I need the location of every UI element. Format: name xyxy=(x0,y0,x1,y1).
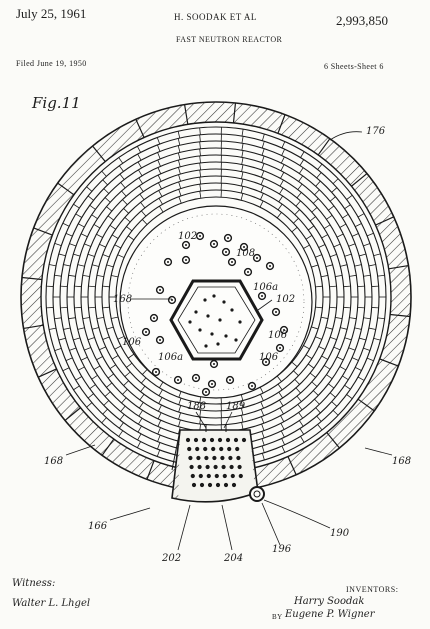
filed-date: Filed June 19, 1950 xyxy=(16,59,87,68)
patent-title: FAST NEUTRON REACTOR xyxy=(176,35,283,44)
inventor-2-signature: Eugene P. Wigner xyxy=(284,609,376,620)
ref-102-top: 102 xyxy=(178,231,197,242)
core-region xyxy=(119,205,313,399)
patent-number: 2,993,850 xyxy=(336,13,388,28)
ref-106-left: 106 xyxy=(122,337,142,348)
witness-label: Witness: xyxy=(12,578,55,589)
control-rods xyxy=(141,231,289,397)
ref-108: 108 xyxy=(236,248,255,259)
fuel-elements xyxy=(188,294,242,348)
ref-166: 166 xyxy=(88,521,108,532)
ref-168-left: 168 xyxy=(44,456,63,467)
ref-176: 176 xyxy=(366,126,386,137)
ref-190: 190 xyxy=(330,528,350,539)
discharge-chute xyxy=(171,424,265,503)
chute-holes xyxy=(185,437,247,488)
ref-106a-top: 106a xyxy=(253,282,278,293)
figure-label: Fig.11 xyxy=(31,94,81,112)
ref-196: 196 xyxy=(272,544,292,555)
patent-inventors-line: H. SOODAK ET AL xyxy=(174,12,257,22)
hexagonal-core xyxy=(169,279,264,361)
ref-168-right: 168 xyxy=(392,456,411,467)
by-label: BY xyxy=(272,613,283,621)
inventors-label: INVENTORS: xyxy=(346,585,398,594)
sheet-count: 6 Sheets-Sheet 6 xyxy=(324,62,384,71)
ref-106-lower-right: 106 xyxy=(259,352,279,363)
ref-106-right: 106 xyxy=(268,330,288,341)
ref-102-right: 102 xyxy=(276,294,295,305)
leader-lines xyxy=(65,131,393,551)
valve-fitting xyxy=(249,486,265,502)
ref-202: 202 xyxy=(161,553,181,564)
ref-189: 189 xyxy=(226,401,246,412)
inventor-1-signature: Harry Soodak xyxy=(293,596,364,607)
ref-204: 204 xyxy=(223,553,243,564)
ref-106a-bottom: 106a xyxy=(158,352,183,363)
witness-signature: Walter L. Lhgel xyxy=(12,598,90,609)
ref-168-inner: 168 xyxy=(113,294,132,305)
ref-188: 188 xyxy=(187,401,206,412)
patent-date: July 25, 1961 xyxy=(16,6,87,21)
